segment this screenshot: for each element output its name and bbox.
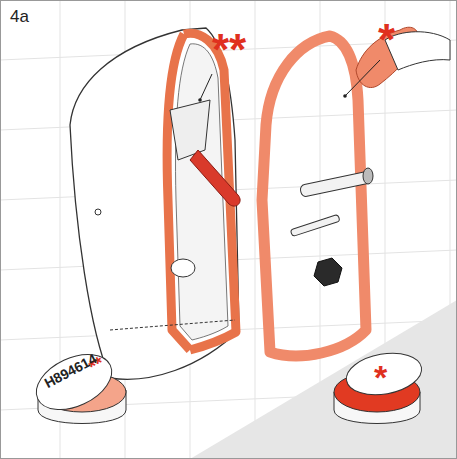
- urinal-body: [70, 28, 239, 379]
- leader-line: [200, 74, 212, 100]
- urinal-hole: [95, 209, 101, 215]
- wall-sealant: [262, 36, 366, 356]
- leader-line: [345, 60, 380, 96]
- sealant-mark: **: [212, 28, 246, 72]
- hand-with-cloth: [356, 27, 450, 87]
- wall-pipes: [290, 168, 373, 286]
- leader-dot: [198, 98, 202, 102]
- leader-dot: [343, 94, 347, 98]
- seal-ring: [314, 258, 342, 286]
- edge-line: [110, 320, 235, 330]
- outlet: [171, 259, 195, 277]
- tin-mark: *: [374, 360, 387, 394]
- sealant-mark: *: [378, 18, 395, 62]
- spatula-handle: [190, 150, 240, 206]
- sealant-tin-left: [28, 343, 126, 423]
- spatula-blade: [170, 100, 210, 160]
- step-number: 4a: [10, 8, 29, 25]
- sealant-tin-right: [334, 348, 425, 424]
